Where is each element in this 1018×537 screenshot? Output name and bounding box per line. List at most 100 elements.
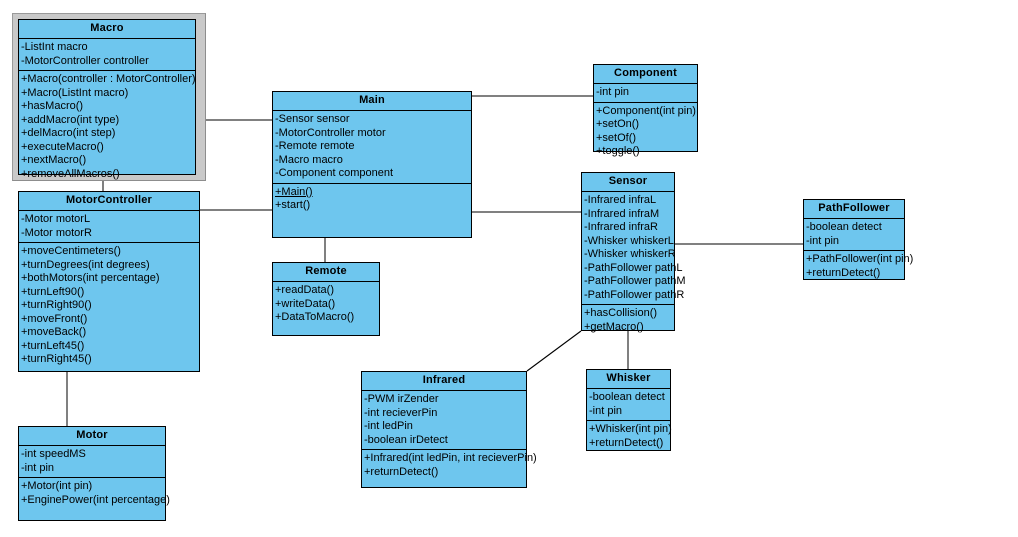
attribute: -Component component bbox=[275, 167, 394, 179]
operation: +returnDetect() bbox=[589, 436, 664, 449]
operations-motorcontroller: +moveCentimeters() +turnDegrees(int degr… bbox=[19, 243, 199, 371]
operation: +Macro(controller : MotorController) bbox=[21, 73, 196, 85]
attribute: -boolean irDetect bbox=[364, 433, 448, 446]
operation: +turnRight45() bbox=[21, 353, 92, 365]
class-title-motor: Motor bbox=[19, 427, 165, 446]
attribute: -PathFollower pathM bbox=[584, 275, 686, 287]
attribute: -PathFollower pathL bbox=[584, 261, 683, 274]
operation: +delMacro(int step) bbox=[21, 127, 116, 139]
attribute: -Remote remote bbox=[275, 140, 355, 152]
class-box-main[interactable]: Main -Sensor sensor -MotorController mot… bbox=[272, 91, 472, 238]
operation: +hasMacro() bbox=[21, 100, 84, 112]
class-box-pathfollower[interactable]: PathFollower -boolean detect -int pin +P… bbox=[803, 199, 914, 282]
operation: +nextMacro() bbox=[21, 154, 87, 166]
attributes-motor: -int speedMS -int pin bbox=[19, 446, 165, 478]
class-box-motorcontroller[interactable]: MotorController -Motor motorL -Motor mot… bbox=[18, 191, 200, 372]
attribute: -int pin bbox=[589, 404, 623, 417]
operation: +addMacro(int type) bbox=[21, 113, 120, 126]
attribute: -Whisker whiskerR bbox=[584, 248, 676, 260]
operation: +Whisker(int pin) bbox=[589, 423, 672, 435]
attribute: -ListInt macro bbox=[21, 41, 88, 53]
attributes-motorcontroller: -Motor motorL -Motor motorR bbox=[19, 211, 199, 243]
attribute: -Motor motorL bbox=[21, 213, 91, 225]
class-title-sensor: Sensor bbox=[582, 173, 674, 192]
operation: +Macro(ListInt macro) bbox=[21, 86, 129, 99]
attribute: -PathFollower pathR bbox=[584, 288, 685, 301]
operation: +turnLeft45() bbox=[21, 339, 85, 352]
class-title-remote: Remote bbox=[273, 263, 379, 282]
attribute: -int pin bbox=[596, 86, 630, 98]
operation: +setOn() bbox=[596, 118, 640, 130]
operation: +moveFront() bbox=[21, 312, 88, 325]
class-title-main: Main bbox=[273, 92, 471, 111]
attribute: -Sensor sensor bbox=[275, 113, 350, 125]
operation: +EnginePower(int percentage) bbox=[21, 493, 170, 506]
operations-infrared: +Infrared(int ledPin, int recieverPin) +… bbox=[362, 450, 537, 487]
attributes-main: -Sensor sensor -MotorController motor -R… bbox=[273, 111, 471, 184]
operation: +start() bbox=[275, 199, 311, 211]
operation: +returnDetect() bbox=[806, 266, 881, 279]
operation: +writeData() bbox=[275, 297, 336, 310]
operation: +hasCollision() bbox=[584, 307, 658, 319]
attribute: -Macro macro bbox=[275, 153, 343, 166]
operation: +Infrared(int ledPin, int recieverPin) bbox=[364, 452, 537, 464]
operation: +getMacro() bbox=[584, 320, 644, 333]
class-box-component[interactable]: Component -int pin +Component(int pin) +… bbox=[593, 64, 698, 157]
operations-motor: +Motor(int pin) +EnginePower(int percent… bbox=[19, 478, 170, 520]
attribute: -int recieverPin bbox=[364, 406, 438, 419]
operations-pathfollower: +PathFollower(int pin) +returnDetect() bbox=[804, 251, 914, 282]
operation: +turnRight90() bbox=[21, 299, 92, 311]
attribute: -Infrared infraL bbox=[584, 194, 657, 206]
operations-main: +Main() +start() bbox=[273, 184, 471, 238]
operations-component: +Component(int pin) +setOn() +setOf() +t… bbox=[594, 103, 697, 161]
operation: +toggle() bbox=[596, 145, 640, 157]
attribute: -int speedMS bbox=[21, 448, 86, 460]
attribute: -int pin bbox=[21, 461, 55, 474]
class-title-component: Component bbox=[594, 65, 697, 84]
attributes-whisker: -boolean detect -int pin bbox=[587, 389, 670, 421]
attributes-component: -int pin bbox=[594, 84, 697, 103]
operation: +readData() bbox=[275, 284, 335, 296]
operations-remote: +readData() +writeData() +DataToMacro() bbox=[273, 282, 379, 335]
operation: +executeMacro() bbox=[21, 140, 104, 153]
class-box-infrared[interactable]: Infrared -PWM irZender -int recieverPin … bbox=[361, 371, 537, 488]
attribute: -boolean detect bbox=[806, 221, 882, 233]
operation: +DataToMacro() bbox=[275, 311, 355, 323]
attributes-macro: -ListInt macro -MotorController controll… bbox=[19, 39, 195, 71]
class-title-motorcontroller: MotorController bbox=[19, 192, 199, 211]
operation: +bothMotors(int percentage) bbox=[21, 272, 160, 284]
attributes-sensor: -Infrared infraL -Infrared infraM -Infra… bbox=[582, 192, 686, 305]
attribute: -int ledPin bbox=[364, 420, 413, 432]
operations-macro: +Macro(controller : MotorController) +Ma… bbox=[19, 71, 196, 183]
attributes-infrared: -PWM irZender -int recieverPin -int ledP… bbox=[362, 391, 526, 450]
operation: +setOf() bbox=[596, 131, 637, 144]
attribute: -Infrared infraM bbox=[584, 207, 660, 220]
class-box-sensor[interactable]: Sensor -Infrared infraL -Infrared infraM… bbox=[581, 172, 686, 333]
class-title-macro: Macro bbox=[19, 20, 195, 39]
class-title-whisker: Whisker bbox=[587, 370, 670, 389]
attribute: -Infrared infraR bbox=[584, 221, 658, 233]
operations-whisker: +Whisker(int pin) +returnDetect() bbox=[587, 421, 672, 452]
operation: +turnLeft90() bbox=[21, 285, 85, 298]
attribute: -boolean detect bbox=[589, 391, 665, 403]
attribute: -Motor motorR bbox=[21, 226, 92, 239]
class-box-remote[interactable]: Remote +readData() +writeData() +DataToM… bbox=[272, 262, 380, 336]
attributes-pathfollower: -boolean detect -int pin bbox=[804, 219, 904, 251]
attribute: -Whisker whiskerL bbox=[584, 234, 674, 247]
operation: +moveCentimeters() bbox=[21, 245, 121, 257]
operation: +Component(int pin) bbox=[596, 104, 696, 117]
class-title-pathfollower: PathFollower bbox=[804, 200, 904, 219]
operation: +PathFollower(int pin) bbox=[806, 253, 914, 265]
operation: +Motor(int pin) bbox=[21, 480, 93, 492]
operation: +removeAllMacros() bbox=[21, 167, 120, 180]
class-title-infrared: Infrared bbox=[362, 372, 526, 391]
operation: +moveBack() bbox=[21, 326, 87, 338]
attribute: -int pin bbox=[806, 234, 840, 247]
class-box-motor[interactable]: Motor -int speedMS -int pin +Motor(int p… bbox=[18, 426, 170, 521]
class-box-macro[interactable]: Macro -ListInt macro -MotorController co… bbox=[18, 19, 196, 180]
class-box-whisker[interactable]: Whisker -boolean detect -int pin +Whiske… bbox=[586, 369, 672, 452]
attribute: -MotorController controller bbox=[21, 54, 149, 67]
association-sensor-infrared bbox=[526, 330, 582, 372]
operation-static: +Main() bbox=[275, 185, 313, 198]
